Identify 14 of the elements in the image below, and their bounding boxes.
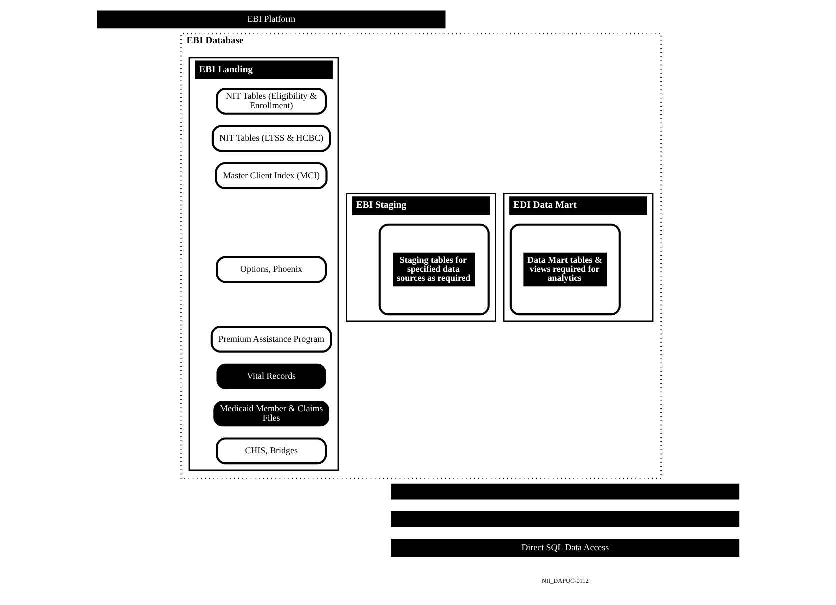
- node-box: Premium Assistance Program: [210, 326, 332, 353]
- node-box: NIT Tables (Eligibility & Enrollment): [216, 88, 327, 115]
- node-box: Vital Records: [216, 364, 326, 390]
- node-box: Direct SQL Data Access: [390, 539, 740, 558]
- node-box: EBI Platform: [96, 10, 446, 29]
- node-box: CHIS, Bridges: [216, 438, 327, 465]
- node-box: Master Client Index (MCI): [214, 162, 328, 190]
- node-box: NIT Tables (LTSS & HCBC): [211, 125, 331, 152]
- node-bar: [390, 484, 740, 500]
- node-box: Data Mart tables & views required for analytics: [509, 224, 620, 316]
- node-bar: [390, 512, 740, 528]
- node-box: Options, Phoenix: [216, 256, 327, 284]
- node-box: Medicaid Member & Claims Files: [213, 401, 330, 427]
- node-box: Staging tables for specified data sources as required: [378, 224, 490, 316]
